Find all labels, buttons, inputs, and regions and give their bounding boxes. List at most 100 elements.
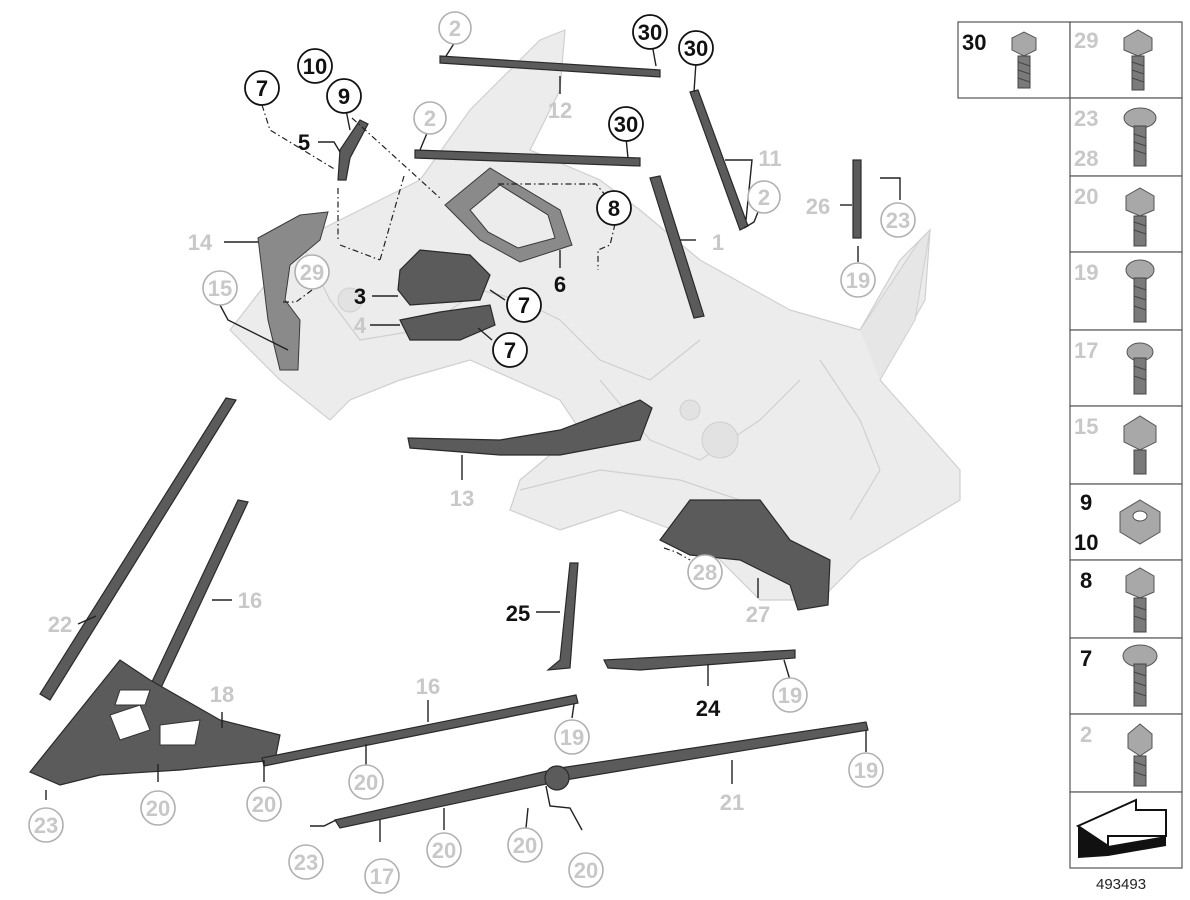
callout-20: 20 <box>513 833 537 858</box>
label-11: 11 <box>758 146 781 171</box>
bolt-icon-2 <box>1127 723 1153 787</box>
part-21-long-bar <box>334 721 869 829</box>
label-12: 12 <box>548 98 572 123</box>
part-13-arm <box>407 399 653 456</box>
label-13: 13 <box>450 486 474 511</box>
callout-28: 28 <box>693 560 717 585</box>
callout-10: 10 <box>303 54 327 79</box>
body-shell <box>229 29 961 601</box>
callout-23: 23 <box>34 813 58 838</box>
label-21: 21 <box>720 790 744 815</box>
callout-19: 19 <box>854 758 878 783</box>
callout-19: 19 <box>778 683 802 708</box>
part-6-frame <box>444 167 573 263</box>
fastener-cell-29 <box>1069 21 1183 99</box>
callout-20: 20 <box>574 858 598 883</box>
fastener-label-20: 20 <box>1074 184 1098 209</box>
callout-20: 20 <box>354 770 378 795</box>
callout-29: 29 <box>300 260 324 285</box>
fastener-label-9: 9 <box>1080 490 1092 515</box>
label-5: 5 <box>298 130 310 155</box>
fastener-label-23: 23 <box>1074 106 1098 131</box>
part-27-crossmember <box>659 499 831 611</box>
fastener-label-19: 19 <box>1074 260 1098 285</box>
part-24-bar <box>603 649 796 671</box>
fastener-label-10: 10 <box>1074 530 1098 555</box>
part-5-bracket <box>337 119 369 181</box>
fastener-label-2: 2 <box>1080 722 1092 747</box>
callout-7: 7 <box>504 338 516 363</box>
fastener-label-17: 17 <box>1074 338 1098 363</box>
fastener-label-29: 29 <box>1074 28 1098 53</box>
fastener-label-15: 15 <box>1074 414 1098 439</box>
callout-30: 30 <box>638 20 662 45</box>
callout-30: 30 <box>684 36 708 61</box>
part-22-long-bar <box>39 397 237 701</box>
fastener-cell-23-28 <box>1069 97 1183 177</box>
callout-2: 2 <box>758 185 770 210</box>
part-16-long-bar <box>261 694 579 767</box>
callout-rings <box>28 11 916 894</box>
fastener-label-8: 8 <box>1080 568 1092 593</box>
label-4: 4 <box>354 313 367 338</box>
fastener-panel: 30 29 23 28 20 19 17 15 9 10 8 7 2 <box>957 21 1183 869</box>
fastener-cell-17 <box>1069 329 1183 407</box>
callout-20: 20 <box>432 838 456 863</box>
label-27: 27 <box>746 602 770 627</box>
fastener-label-7: 7 <box>1080 646 1092 671</box>
fastener-label-30: 30 <box>962 30 986 55</box>
bolt-icon-19 <box>1125 259 1155 323</box>
bolt-icon-17 <box>1126 342 1154 395</box>
callout-23: 23 <box>294 850 318 875</box>
part-3-bracket <box>397 249 491 306</box>
part-4-bracket <box>399 304 496 341</box>
callout-20: 20 <box>146 796 170 821</box>
bolt-icon-20 <box>1125 187 1155 247</box>
label-3: 3 <box>354 284 366 309</box>
fastener-cell-15 <box>1069 405 1183 485</box>
label-24: 24 <box>696 696 721 721</box>
fastener-label-28: 28 <box>1074 146 1098 171</box>
part-1-strut <box>649 175 705 319</box>
nut-icon-9-10 <box>1119 499 1161 545</box>
label-25: 25 <box>506 601 530 626</box>
callout-2: 2 <box>449 16 461 41</box>
callout-23: 23 <box>886 208 910 233</box>
callout-30: 30 <box>614 112 638 137</box>
callout-19: 19 <box>846 268 870 293</box>
part-16-left-bar <box>149 499 249 691</box>
bolt-icon-23-28 <box>1123 107 1157 167</box>
part-12-upper-strut <box>439 55 661 78</box>
bolt-icon-7 <box>1122 644 1158 707</box>
bolt-icon-29 <box>1123 29 1153 91</box>
fastener-cell-19 <box>1069 251 1183 331</box>
bolt-icon-8 <box>1125 567 1155 633</box>
label-14: 14 <box>188 230 213 255</box>
label-22: 22 <box>48 612 72 637</box>
callout-20: 20 <box>252 792 276 817</box>
direction-arrow-icon <box>1075 798 1167 858</box>
part-26-bolt <box>852 159 862 239</box>
label-16: 16 <box>416 674 440 699</box>
bolt-icon-30 <box>1011 31 1037 89</box>
callout-labels: 2 30 30 10 9 7 2 30 8 2 23 19 29 15 7 7 … <box>34 16 910 889</box>
callout-9: 9 <box>338 84 350 109</box>
part-25-small-strut <box>546 562 579 671</box>
fastener-cell-20 <box>1069 175 1183 253</box>
label-6: 6 <box>554 272 566 297</box>
leader-lines <box>45 41 901 842</box>
callout-8: 8 <box>608 196 620 221</box>
fastener-cell-2 <box>1069 713 1183 793</box>
callout-15: 15 <box>208 276 232 301</box>
label-16: 16 <box>238 588 262 613</box>
callout-19: 19 <box>560 725 584 750</box>
callout-7: 7 <box>518 293 530 318</box>
part-14-side-panel <box>257 211 329 371</box>
bolt-icon-15 <box>1123 415 1157 475</box>
label-26: 26 <box>806 194 830 219</box>
callout-2: 2 <box>424 106 436 131</box>
callout-17: 17 <box>370 864 394 889</box>
label-1: 1 <box>712 230 724 255</box>
label-18: 18 <box>210 682 234 707</box>
